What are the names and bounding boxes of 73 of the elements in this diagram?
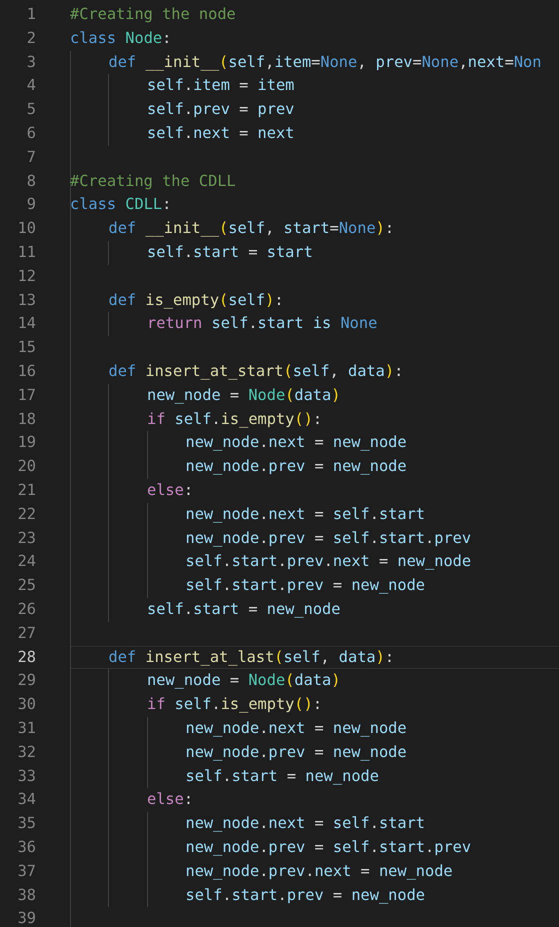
- code-line: new_node.next = new_node: [186, 432, 407, 452]
- line-number: 18: [16, 408, 36, 429]
- code-line: self.start.prev.next = new_node: [186, 551, 472, 572]
- code-line: self.next = next: [147, 123, 294, 143]
- code-line: def __init__(self,item=None, prev=None,next=Non: [108, 52, 542, 72]
- line-number: 13: [16, 290, 36, 310]
- line-number: 11: [16, 242, 36, 262]
- line-number: 29: [16, 670, 36, 690]
- code-line: def is_empty(self):: [108, 290, 284, 310]
- code-line: new_node.next = self.start: [186, 813, 426, 834]
- code-line: new_node.prev.next = new_node: [186, 860, 453, 881]
- line-number: 32: [16, 742, 36, 762]
- line-number: 7: [26, 146, 36, 167]
- line-number: 20: [16, 456, 36, 476]
- line-number: 30: [16, 694, 36, 714]
- code-line: return self.start is None: [147, 313, 378, 334]
- line-number: 17: [16, 384, 36, 405]
- line-number: 27: [16, 622, 36, 643]
- line-number: 19: [16, 432, 36, 452]
- line-number: 22: [16, 504, 36, 524]
- line-number: 8: [26, 170, 36, 191]
- line-number: 25: [16, 575, 36, 596]
- code-line: else:: [147, 789, 194, 810]
- line-number: 2: [26, 28, 36, 48]
- code-line: new_node.prev = new_node: [186, 742, 407, 762]
- line-number: 31: [16, 718, 36, 738]
- line-number: 38: [16, 884, 36, 905]
- line-number: 33: [16, 766, 36, 786]
- code-line: self.start = start: [147, 242, 313, 262]
- line-number: 16: [16, 361, 36, 381]
- code-line: if self.is_empty():: [147, 408, 322, 429]
- code-line: new_node.next = new_node: [186, 718, 407, 738]
- code-line: def __init__(self, start=None):: [108, 218, 394, 238]
- code-line: self.start = new_node: [147, 599, 340, 619]
- code-line: new_node.prev = self.start.prev: [186, 528, 472, 548]
- line-number: 24: [16, 551, 36, 572]
- code-comment: #Creating the CDLL: [70, 170, 236, 191]
- line-number: 34: [16, 789, 36, 810]
- line-number: 4: [26, 75, 36, 96]
- line-number: 1: [26, 4, 36, 24]
- code-line: new_node.prev = self.start.prev: [186, 837, 472, 857]
- line-number: 36: [16, 837, 36, 857]
- line-number: 28: [16, 646, 36, 667]
- line-number: 5: [26, 99, 36, 120]
- line-number: 14: [16, 313, 36, 334]
- code-line: new_node.next = self.start: [186, 504, 426, 524]
- line-number: 3: [26, 52, 36, 72]
- line-number: 9: [26, 194, 36, 214]
- line-number: 6: [26, 123, 36, 143]
- code-line: if self.is_empty():: [147, 694, 322, 714]
- code-line: new_node = Node(data): [147, 384, 340, 405]
- code-line: self.start = new_node: [186, 766, 379, 786]
- code-line: def insert_at_last(self, data):: [108, 646, 394, 667]
- code-line: self.start.prev = new_node: [186, 884, 426, 905]
- code-line: class Node:: [70, 28, 172, 48]
- code-line: self.start.prev = new_node: [186, 575, 426, 596]
- line-number: 15: [16, 337, 36, 358]
- line-number: 35: [16, 813, 36, 834]
- code-line: self.prev = prev: [147, 99, 294, 120]
- line-number: 39: [16, 908, 36, 927]
- code-line: class CDLL:: [70, 194, 172, 214]
- line-number: 12: [16, 266, 36, 286]
- code-line: new_node.prev = new_node: [186, 456, 407, 476]
- line-number: 26: [16, 599, 36, 619]
- line-number: 37: [16, 860, 36, 881]
- code-comment: #Creating the node: [70, 4, 236, 24]
- line-number: 10: [16, 218, 36, 238]
- line-number: 23: [16, 528, 36, 548]
- code-line: def insert_at_start(self, data):: [108, 361, 404, 381]
- code-line: self.item = item: [147, 75, 294, 96]
- code-line: else:: [147, 480, 194, 500]
- code-line: new_node = Node(data): [147, 670, 340, 690]
- line-number: 21: [16, 480, 36, 500]
